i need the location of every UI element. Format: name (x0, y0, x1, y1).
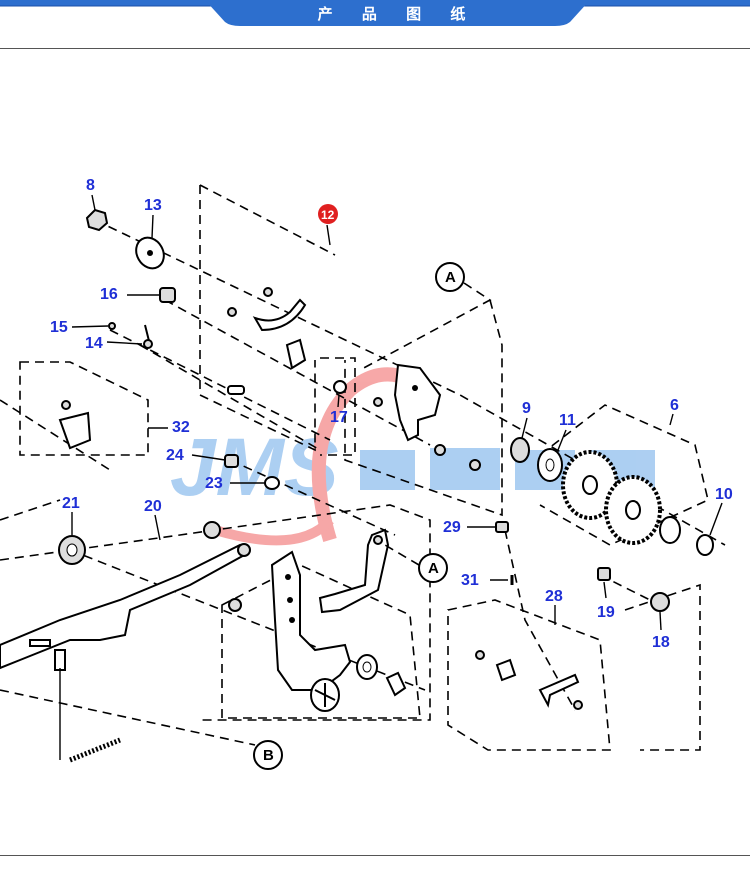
callout-8: 8 (86, 177, 95, 194)
ref-a-top: A (445, 269, 456, 286)
bracket-28 (475, 650, 583, 710)
footer-divider (0, 855, 750, 856)
callout-28: 28 (545, 588, 563, 605)
washer-23 (264, 476, 280, 490)
outline-20 (0, 504, 431, 721)
ref-a-mid-circle (418, 553, 448, 583)
outline-right (624, 583, 701, 751)
parts (0, 208, 714, 763)
callout-23: 23 (205, 475, 223, 492)
callout-24: 24 (166, 447, 184, 464)
nut-8 (85, 208, 109, 232)
axis-29 (504, 529, 576, 711)
callout-15: 15 (50, 319, 68, 336)
axis-15 (109, 329, 331, 441)
ref-a-mid-leader (384, 544, 420, 566)
outline-32 (19, 361, 149, 456)
header-divider (0, 48, 750, 49)
screw-19 (597, 567, 611, 581)
ref-b-circle (253, 740, 283, 770)
leader-lines (59, 194, 723, 760)
spacer-center (356, 654, 378, 680)
callout-labels: 8 13 12 16 15 14 32 17 24 23 9 11 6 10 2… (50, 177, 733, 651)
outline-b-line (0, 689, 256, 746)
nut-17 (333, 380, 347, 394)
axis-16 (164, 299, 431, 446)
outline-left (0, 399, 111, 521)
bracket-32 (58, 400, 92, 450)
screw-16 (159, 287, 176, 303)
washer-11 (537, 448, 563, 482)
callout-17: 17 (330, 409, 348, 426)
ref-a-mid: A (428, 560, 439, 577)
page-title: 产 品 图 纸 (317, 5, 478, 23)
callout-9: 9 (522, 400, 531, 417)
callout-32: 32 (172, 419, 190, 436)
callout-6: 6 (670, 397, 679, 414)
plate-a-top (373, 363, 481, 471)
clip-10 (696, 534, 714, 556)
ref-a-top-leader (359, 282, 492, 371)
plate-center (228, 550, 352, 712)
nut-18 (650, 592, 670, 612)
outline-6 (539, 404, 709, 546)
callout-16: 16 (100, 286, 118, 303)
link-arm-12 (227, 287, 307, 395)
callout-18: 18 (652, 634, 670, 651)
callout-12-marker (318, 204, 338, 224)
washer-13 (135, 236, 165, 270)
lever-20 (0, 543, 251, 671)
callout-20: 20 (144, 498, 162, 515)
spring-14 (143, 324, 153, 349)
axis-19 (599, 574, 661, 606)
pin-center (385, 671, 407, 697)
header-band-shape (0, 0, 750, 26)
callout-19: 19 (597, 604, 615, 621)
bushing-9 (510, 437, 530, 463)
callout-29: 29 (443, 519, 461, 536)
spring-bottom (69, 737, 121, 763)
ref-b: B (263, 747, 274, 764)
callout-12: 12 (321, 208, 335, 222)
screw-29 (495, 521, 509, 533)
callout-31: 31 (461, 572, 479, 589)
callout-14: 14 (85, 335, 103, 352)
axis-24 (229, 459, 396, 536)
nut-24 (224, 454, 239, 468)
callout-21: 21 (62, 495, 80, 512)
outline-center (221, 564, 421, 719)
callout-11: 11 (559, 412, 576, 429)
callout-10: 10 (715, 486, 733, 503)
nut-20a (203, 521, 221, 539)
axis-14 (139, 344, 321, 451)
reference-markers: A A B (253, 262, 492, 770)
callout-13: 13 (144, 197, 162, 214)
outline-28 (447, 599, 611, 751)
watermark-text: JMS (170, 422, 339, 513)
ref-a-top-circle (435, 262, 465, 292)
header-band: 产 品 图 纸 (0, 0, 750, 30)
pin-15 (108, 322, 116, 330)
roller-21 (58, 535, 86, 565)
assembly-outlines (0, 184, 709, 751)
gear-6 (561, 450, 662, 545)
watermark-swoosh-2 (213, 516, 334, 546)
arm-a-mid (318, 528, 390, 614)
washer-6b (659, 516, 681, 544)
outline-12 (199, 185, 316, 452)
outline-12-right (199, 184, 503, 517)
outline-17 (320, 357, 356, 456)
